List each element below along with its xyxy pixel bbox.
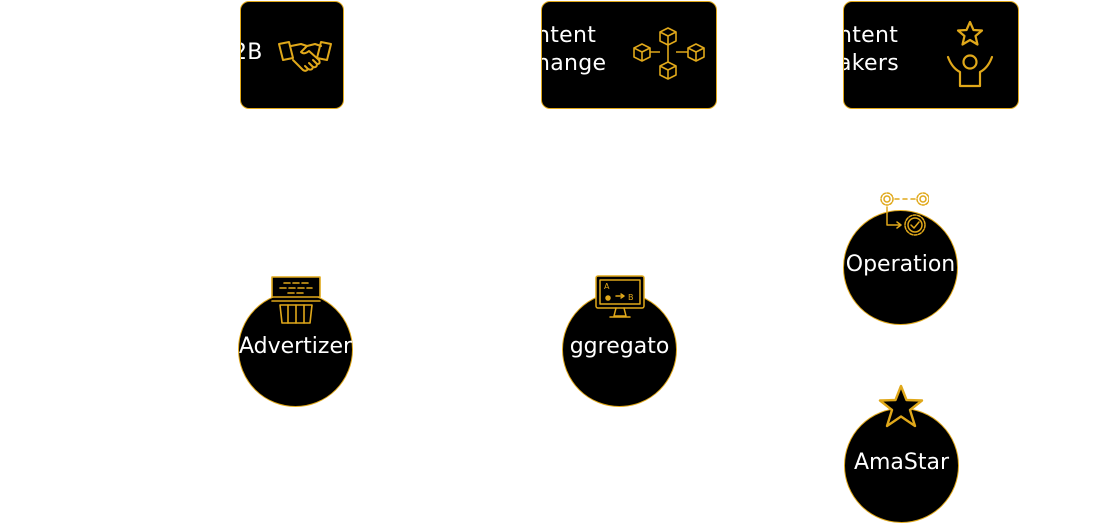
person-star-icon — [944, 20, 996, 90]
node-operation: Operation — [843, 192, 958, 325]
card-content-makers-label: ntent akers — [843, 23, 899, 76]
svg-text:A: A — [604, 282, 610, 291]
card-content-makers: ntent akers — [843, 1, 1019, 109]
billboard-icon — [270, 275, 322, 327]
svg-text:B: B — [628, 293, 634, 302]
card-b2b: 2B — [240, 1, 344, 109]
node-aggregator-label: ggregato — [569, 334, 670, 359]
card-content-exchange-label: ntent hange — [541, 23, 607, 76]
node-amastar-label: AmaStar — [853, 450, 950, 475]
card-content-exchange: ntent hange — [541, 1, 717, 109]
node-aggregator: A B ggregato — [562, 275, 677, 407]
star-icon — [876, 383, 926, 433]
node-advertizer: Advertizer — [238, 276, 353, 407]
node-operation-label: Operation — [845, 252, 956, 277]
cubes-network-icon — [632, 26, 706, 84]
node-advertizer-label: Advertizer — [238, 334, 353, 359]
card-b2b-label: 2B — [241, 40, 263, 65]
gears-check-icon — [877, 189, 929, 241]
node-amastar: AmaStar — [844, 384, 959, 523]
monitor-ab-icon: A B — [594, 274, 646, 320]
handshake-icon — [277, 38, 333, 78]
